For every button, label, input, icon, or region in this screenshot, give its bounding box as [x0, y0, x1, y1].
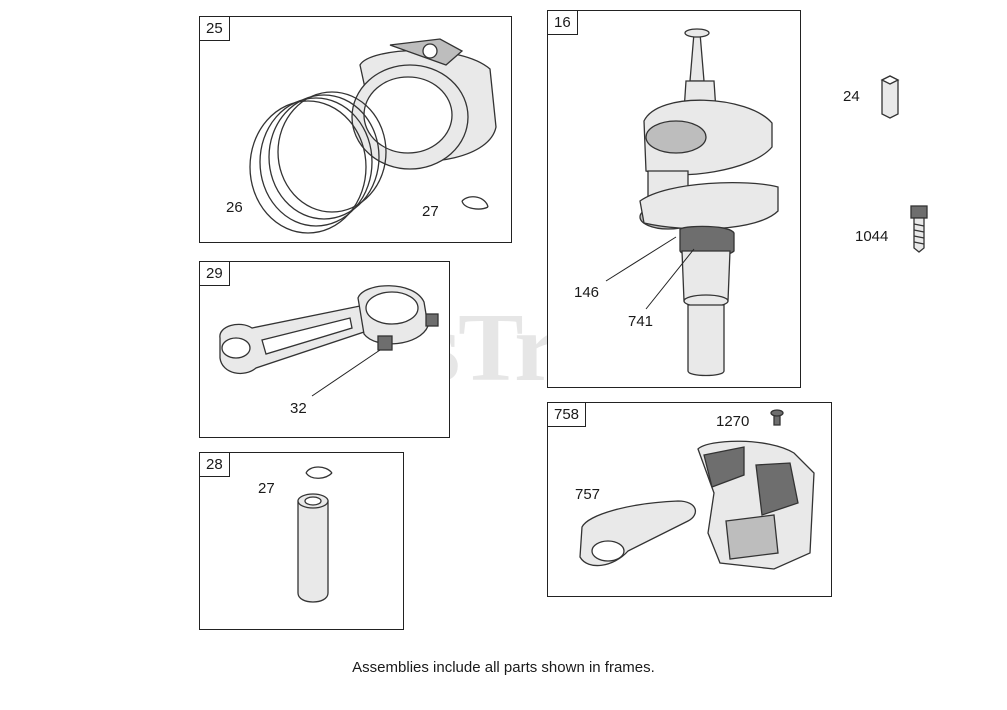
piston-pin-image [297, 466, 333, 603]
frame-29-tag: 29 [200, 262, 230, 286]
leaders-16 [605, 236, 695, 310]
callout-24[interactable]: 24 [843, 88, 860, 105]
frame-28[interactable]: 28 27 [199, 452, 404, 630]
frame-29[interactable]: 29 32 [199, 261, 450, 438]
callout-26[interactable]: 26 [226, 199, 243, 216]
frame-25[interactable]: 25 26 27 [199, 16, 512, 243]
callout-741[interactable]: 741 [628, 313, 654, 330]
frame-25-tag: 25 [200, 17, 230, 41]
screw-image [910, 205, 928, 253]
callout-1044[interactable]: 1044 [855, 228, 889, 245]
connecting-rod-image [219, 285, 439, 375]
frame-758[interactable]: 758 757 1270 [547, 402, 832, 597]
callout-146[interactable]: 146 [574, 284, 600, 301]
leader-32 [311, 349, 381, 397]
callout-27-pin[interactable]: 27 [258, 480, 275, 497]
frame-16-tag: 16 [548, 11, 578, 35]
callout-27[interactable]: 27 [422, 203, 439, 220]
crankshaft-image [639, 28, 779, 377]
housing-assembly-image [579, 409, 815, 570]
callout-32[interactable]: 32 [290, 400, 307, 417]
callout-757[interactable]: 757 [575, 486, 601, 503]
key-image [880, 75, 900, 119]
callout-1270[interactable]: 1270 [716, 413, 750, 430]
piston-image [249, 38, 497, 234]
frame-758-tag: 758 [548, 403, 587, 427]
caption: Assemblies include all parts shown in fr… [352, 659, 655, 676]
frame-28-tag: 28 [200, 453, 230, 477]
frame-16[interactable]: 16 146 741 [547, 10, 801, 388]
